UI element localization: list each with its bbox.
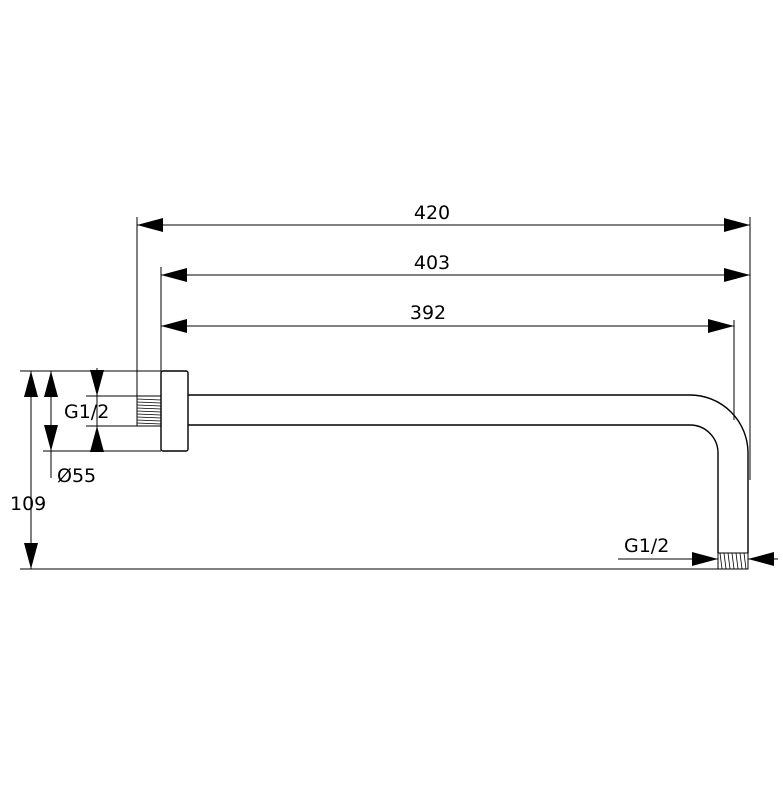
- dimension-label-diameter-55: Ø55: [57, 465, 96, 487]
- dimension-length-inner: 392: [161, 302, 734, 333]
- extension-lines: [20, 217, 751, 570]
- dimension-length-middle: 403: [161, 252, 750, 282]
- dimension-inlet-thread: G1/2: [64, 368, 109, 452]
- shower-arm-outline: [136, 370, 749, 570]
- outlet-thread: [717, 552, 749, 570]
- dimension-label-392: 392: [410, 302, 446, 324]
- dimension-flange-diameter: Ø55: [44, 371, 96, 487]
- arm-tube: [188, 394, 749, 553]
- dimension-label-403: 403: [414, 252, 450, 274]
- wall-flange: [160, 370, 189, 452]
- inlet-thread: [136, 395, 162, 427]
- dimension-outlet-thread: G1/2: [618, 535, 778, 566]
- dimension-length-total: 420: [137, 202, 750, 232]
- dimension-label-420: 420: [414, 202, 450, 224]
- dimension-label-inlet-g12: G1/2: [64, 401, 109, 423]
- dimension-drop-height: 109: [10, 371, 46, 569]
- dimension-label-outlet-g12: G1/2: [624, 535, 669, 557]
- dimension-label-109: 109: [10, 493, 46, 515]
